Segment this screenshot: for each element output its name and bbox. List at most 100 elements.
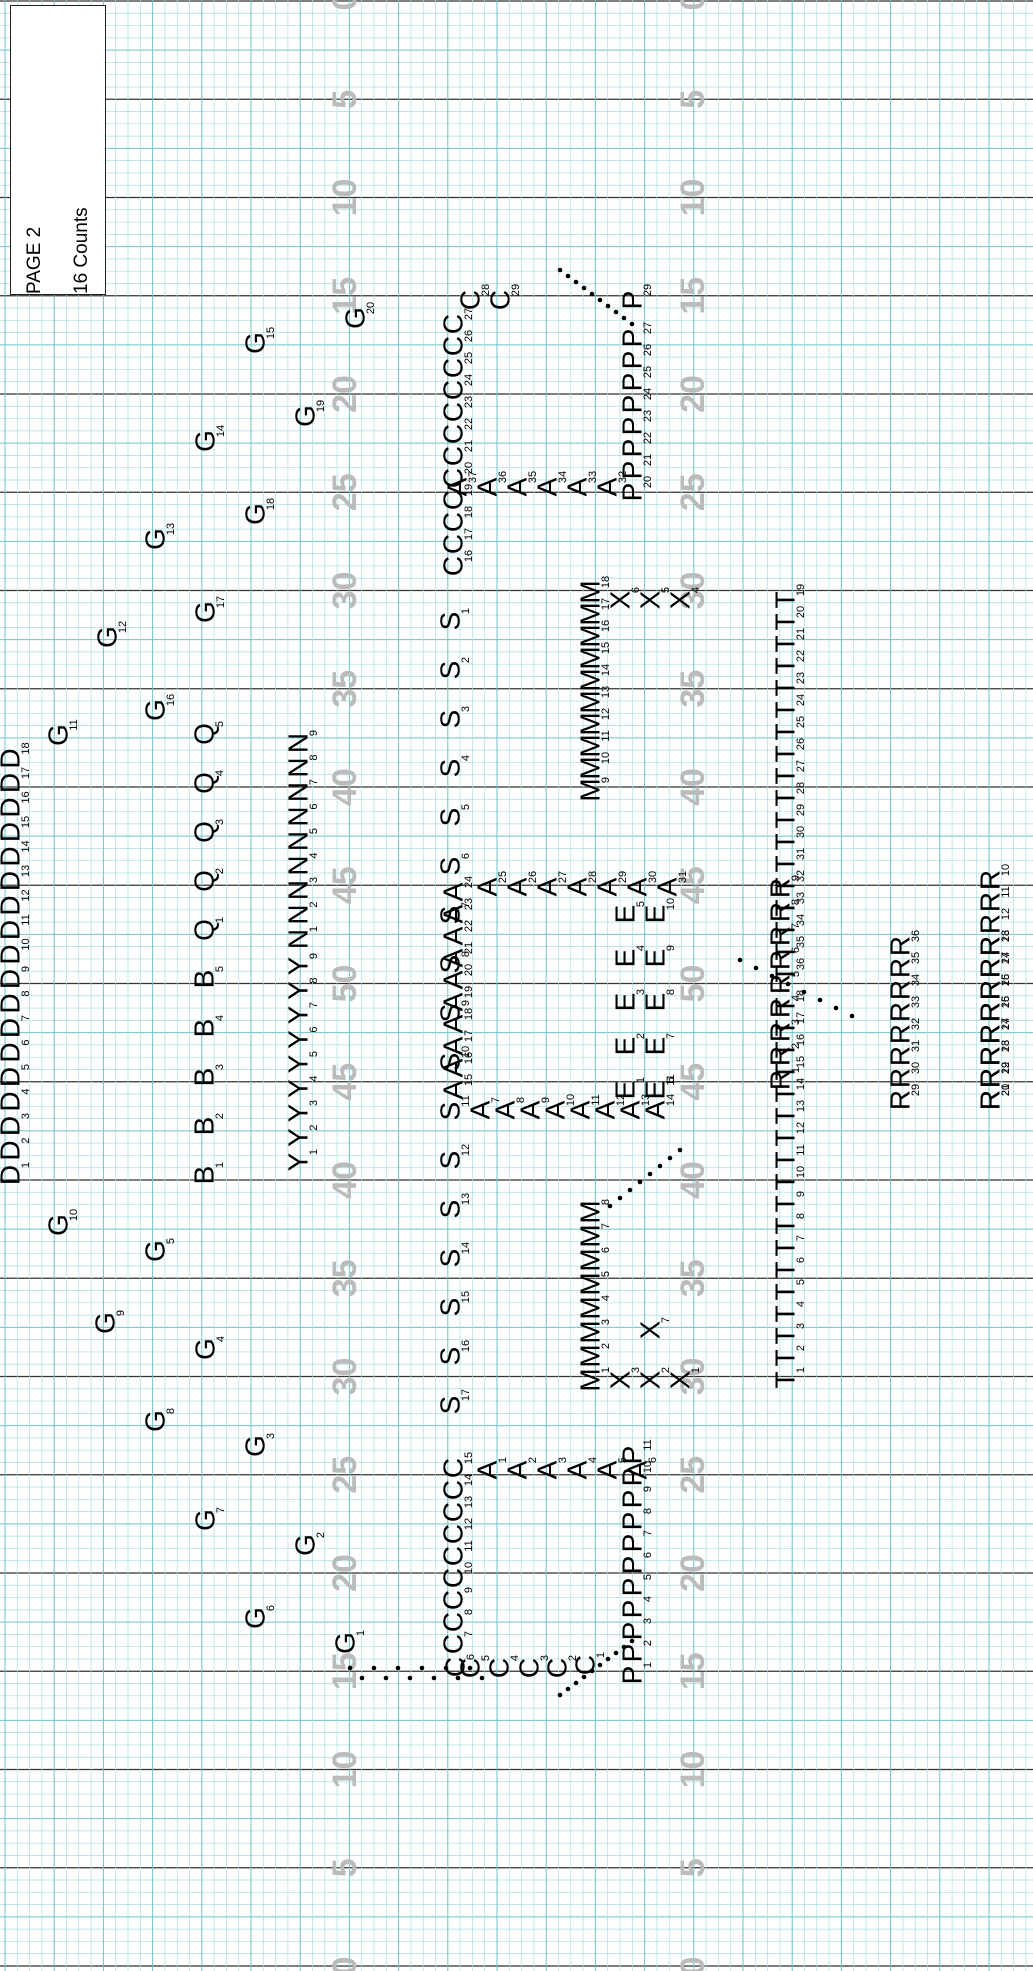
- marcher-q-1: Q1: [189, 917, 227, 941]
- marcher-d-1: D1: [0, 1162, 32, 1185]
- path-dot: [738, 958, 743, 963]
- marcher-g-11: G11: [43, 719, 81, 746]
- marcher-t-27: T27: [770, 760, 808, 785]
- path-dot: [566, 1687, 571, 1692]
- marcher-number: 5: [660, 587, 672, 593]
- marcher-p-7: P7: [617, 1530, 655, 1552]
- marcher-n-6: N6: [283, 803, 321, 826]
- marcher-t-24: T24: [770, 694, 808, 719]
- marcher-number: 3: [214, 1064, 226, 1070]
- marcher-b-5: B5: [189, 966, 227, 988]
- marcher-number: 12: [1000, 908, 1012, 920]
- path-dot: [658, 1164, 663, 1169]
- marcher-number: 37: [467, 471, 479, 483]
- marcher-number: 4: [690, 587, 702, 593]
- marcher-number: 23: [795, 672, 807, 684]
- marcher-s-17: S17: [435, 1389, 473, 1414]
- marcher-t-20: T20: [770, 606, 808, 631]
- marcher-b-1: B1: [189, 1162, 227, 1184]
- marcher-number: 8: [795, 1213, 807, 1219]
- marcher-number: 1: [790, 1067, 802, 1073]
- marcher-number: 20: [795, 606, 807, 618]
- marcher-number: 9: [20, 966, 32, 972]
- path-dot: [574, 1681, 579, 1686]
- marcher-number: 1: [595, 1652, 607, 1658]
- marcher-n-5: N5: [283, 828, 321, 851]
- marcher-number: 36: [910, 930, 922, 942]
- marcher-number: 7: [215, 1507, 227, 1513]
- marcher-number: 4: [509, 1655, 521, 1661]
- marcher-number: 6: [308, 803, 320, 809]
- yard-number: 40: [674, 1161, 712, 1199]
- marcher-t-23: T23: [770, 672, 808, 697]
- marcher-number: 2: [20, 1137, 32, 1143]
- marcher-number: 5: [214, 966, 226, 972]
- marcher-number: 8: [308, 977, 320, 983]
- marcher-number: 9: [115, 1310, 127, 1316]
- marcher-b-2: B2: [189, 1113, 227, 1135]
- yard-number: 25: [326, 473, 364, 511]
- marcher-number: 8: [665, 989, 677, 995]
- marcher-number: 3: [308, 1100, 320, 1106]
- path-dot: [628, 1188, 633, 1193]
- path-dot: [558, 1693, 563, 1698]
- path-dot: [606, 304, 611, 309]
- marcher-g-13: G13: [140, 523, 178, 550]
- yard-number: 20: [674, 1554, 712, 1592]
- marcher-number: 3: [630, 1367, 642, 1373]
- marcher-number: 4: [308, 852, 320, 858]
- yard-number: 30: [326, 1358, 364, 1396]
- marcher-number: 14: [215, 425, 227, 437]
- yard-number: 40: [326, 1161, 364, 1199]
- marcher-number: 6: [790, 947, 802, 953]
- marcher-number: 12: [460, 1144, 472, 1156]
- marcher-m-6: M6: [575, 1247, 613, 1272]
- marcher-number: 19: [315, 400, 327, 412]
- marcher-d-9: D9: [0, 966, 32, 989]
- marcher-number: 1: [795, 1367, 807, 1373]
- marcher-number: 11: [1000, 886, 1012, 897]
- marcher-number: 6: [460, 853, 472, 859]
- yard-number: 5: [674, 1858, 712, 1877]
- marcher-c-8: C8: [438, 1609, 476, 1632]
- yard-number: 35: [674, 670, 712, 708]
- marcher-number: 2: [460, 657, 472, 663]
- marcher-number: 6: [795, 1257, 807, 1263]
- marcher-x-7: X7: [635, 1317, 673, 1339]
- marcher-number: 8: [600, 1199, 612, 1205]
- marcher-number: 1: [308, 926, 320, 932]
- marcher-number: 6: [20, 1039, 32, 1045]
- marcher-number: 6: [308, 1026, 320, 1032]
- marcher-number: 19: [795, 584, 807, 596]
- marcher-n-3: N3: [283, 877, 321, 900]
- marcher-t-4: T4: [770, 1301, 808, 1323]
- path-dot: [598, 298, 603, 303]
- yard-number: 35: [674, 1259, 712, 1297]
- marcher-s-13: S13: [435, 1193, 473, 1218]
- marcher-n-8: N8: [283, 754, 321, 777]
- path-dot: [648, 1172, 653, 1177]
- marcher-g-15: G15: [240, 327, 278, 354]
- marcher-g-4: G4: [190, 1336, 228, 1360]
- yard-number: 25: [326, 1456, 364, 1494]
- yard-number: 15: [326, 1652, 364, 1690]
- path-dot: [614, 310, 619, 315]
- path-dot: [384, 1676, 389, 1681]
- marcher-m-5: M5: [575, 1271, 613, 1296]
- marcher-p-3: P3: [617, 1618, 655, 1640]
- marcher-s-4: S4: [435, 755, 473, 777]
- marcher-g-7: G7: [190, 1507, 228, 1531]
- marcher-number: 3: [20, 1113, 32, 1119]
- marcher-n-4: N4: [283, 852, 321, 875]
- marcher-d-8: D8: [0, 990, 32, 1013]
- marcher-number: 30: [795, 826, 807, 838]
- marcher-d-2: D2: [0, 1137, 32, 1160]
- yard-number: 20: [326, 1554, 364, 1592]
- marcher-m-7: M7: [575, 1223, 613, 1248]
- marcher-number: 9: [308, 953, 320, 959]
- marcher-s-1: S1: [435, 608, 473, 630]
- marcher-p-1: P1: [617, 1662, 655, 1684]
- marcher-t-22: T22: [770, 650, 808, 675]
- marcher-g-8: G8: [140, 1408, 178, 1432]
- yard-number: 5: [326, 1858, 364, 1877]
